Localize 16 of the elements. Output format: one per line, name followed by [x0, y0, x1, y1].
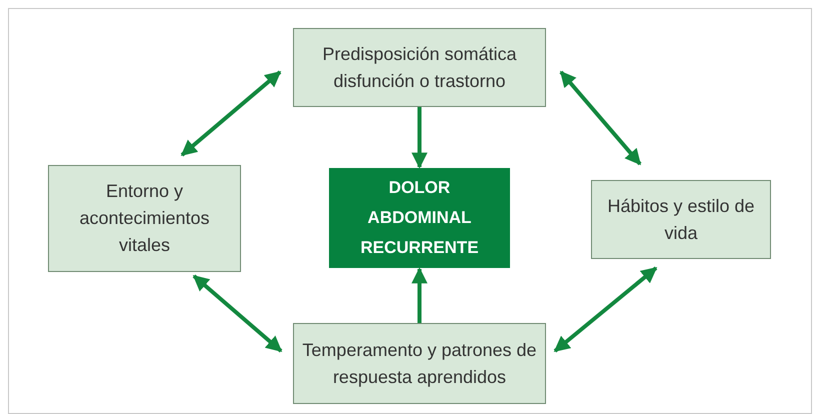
factor-label: Entorno y acontecimientos vitales [78, 180, 211, 257]
factor-label: Temperamento y patrones de respuesta aprendidos [302, 338, 537, 389]
arrow [554, 266, 658, 353]
factor-box [48, 165, 241, 272]
arrow [180, 70, 282, 157]
arrow [412, 107, 428, 169]
central-box [329, 168, 510, 268]
arrow [559, 70, 642, 166]
arrow [412, 267, 428, 323]
factor-box [293, 323, 546, 404]
factor-box [293, 28, 546, 107]
arrow [192, 274, 282, 353]
factor-box [591, 180, 771, 259]
central-label: DOLOR ABDOMINAL RECURRENTE [359, 177, 480, 259]
factor-label: Hábitos y estilo de vida [606, 194, 756, 244]
factor-label: Predisposición somática disfunción o trastorno [321, 42, 518, 92]
